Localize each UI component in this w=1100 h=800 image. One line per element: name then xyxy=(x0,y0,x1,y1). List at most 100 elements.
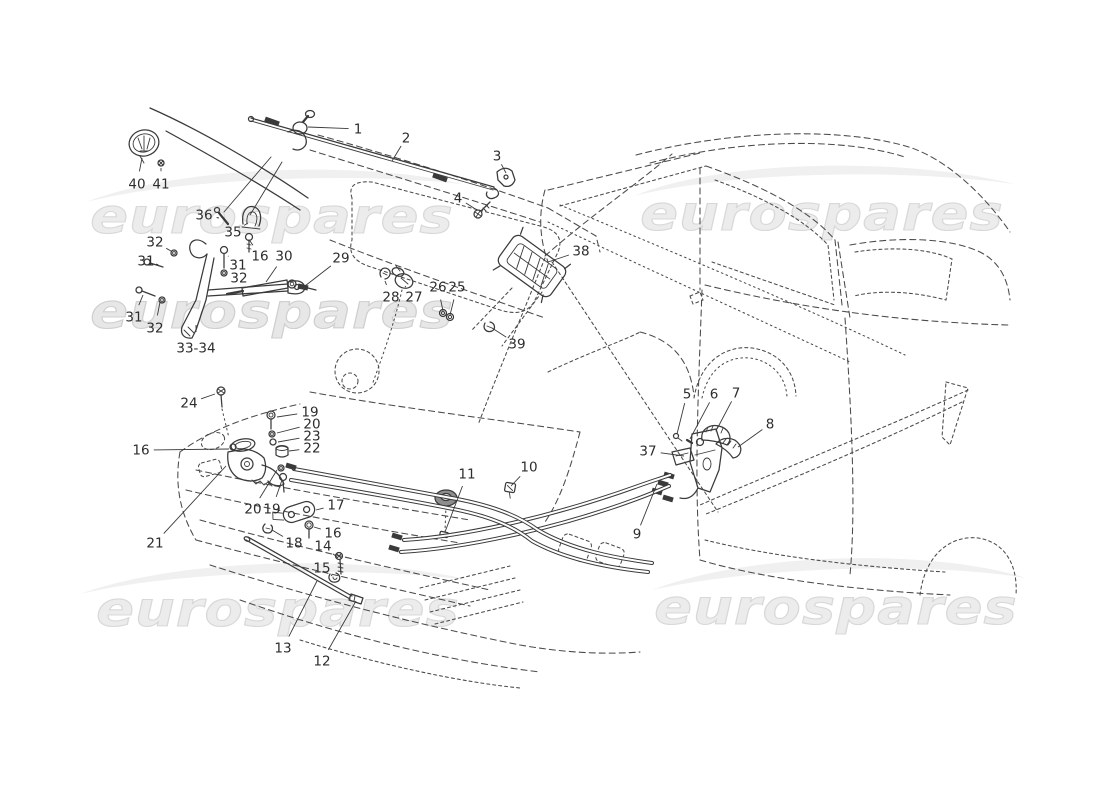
leader-line-37 xyxy=(660,452,685,457)
watermark-swoosh xyxy=(652,558,1026,590)
hood-outline-art xyxy=(309,134,906,513)
leader-line-13 xyxy=(288,580,318,637)
part-label-20: 20 xyxy=(303,417,320,433)
part-label-16: 16 xyxy=(251,249,268,265)
hood-hinge xyxy=(180,239,306,339)
leader-line-36 xyxy=(216,217,220,219)
leader-line-38 xyxy=(547,254,570,263)
leader-line-31 xyxy=(138,294,144,306)
part-label-24: 24 xyxy=(180,396,197,412)
leader-line-40 xyxy=(138,157,143,172)
watermark-text: eurospares xyxy=(640,187,1004,242)
watermark-text: eurospares xyxy=(654,581,1018,636)
leader-line-39 xyxy=(491,327,507,338)
part-label-3: 3 xyxy=(493,149,502,165)
leader-line-18 xyxy=(271,529,284,537)
watermark-swoosh xyxy=(80,563,470,594)
leader-line-32 xyxy=(165,247,172,252)
leader-line-7 xyxy=(716,401,732,430)
part-label-31: 31 xyxy=(137,254,154,270)
leader-line-19 xyxy=(275,479,283,498)
knob xyxy=(292,109,316,135)
part-label-40: 40 xyxy=(128,177,145,193)
part-label-26: 26 xyxy=(429,280,446,296)
hood-lock-housing xyxy=(227,438,285,487)
leader-line-20 xyxy=(259,469,278,499)
vent-grille xyxy=(492,226,572,304)
part-label-37: 37 xyxy=(639,444,656,460)
part-label-27: 27 xyxy=(405,290,422,306)
leader-line-29 xyxy=(304,265,332,287)
leader-line-16 xyxy=(249,240,254,246)
watermark-text: eurospares xyxy=(96,583,460,638)
leader-line-2 xyxy=(391,145,402,162)
bumper-rod xyxy=(243,536,364,605)
leader-line-17 xyxy=(315,507,324,511)
car-body-outline-art xyxy=(547,133,1017,596)
striker-plate xyxy=(272,500,316,524)
leader-line-12 xyxy=(327,600,357,651)
watermark-swoosh xyxy=(86,169,462,202)
parts-art xyxy=(128,107,742,605)
part-label-19: 19 xyxy=(263,502,280,518)
part-label-18: 18 xyxy=(285,536,302,552)
part-label-12: 12 xyxy=(313,654,330,670)
part-label-29: 29 xyxy=(332,251,349,267)
part-label-2: 2 xyxy=(402,131,411,147)
part-label-31: 31 xyxy=(125,310,142,326)
part-label-15: 15 xyxy=(313,561,330,577)
emblem xyxy=(128,129,160,164)
leader-line-16 xyxy=(153,448,230,451)
gas-strut xyxy=(225,279,297,297)
cable-clip xyxy=(503,481,517,499)
watermark-swoosh xyxy=(634,165,1014,196)
part-label-8: 8 xyxy=(766,417,775,433)
part-label-10: 10 xyxy=(520,460,537,476)
part-label-38: 38 xyxy=(572,244,589,260)
leader-line-10 xyxy=(510,475,521,487)
leader-line-1 xyxy=(307,126,349,130)
part-label-17: 17 xyxy=(327,498,344,514)
part-label-13: 13 xyxy=(274,641,291,657)
part-label-41: 41 xyxy=(152,177,169,193)
part-label-31: 31 xyxy=(229,258,246,274)
leader-line-21 xyxy=(163,465,227,534)
leader-line-19 xyxy=(276,413,298,418)
cable-rod xyxy=(250,117,495,188)
part-label-28: 28 xyxy=(382,290,399,306)
part-label-32: 32 xyxy=(230,271,247,287)
leader-line-26 xyxy=(440,299,444,312)
part-label-21: 21 xyxy=(146,536,163,552)
leader-line-27 xyxy=(404,285,407,288)
watermark-text: eurospares xyxy=(90,285,454,340)
leader-line-31 xyxy=(155,263,159,266)
part-label-5: 5 xyxy=(683,387,692,403)
leader-line-16 xyxy=(313,526,321,530)
part-label-22: 22 xyxy=(303,441,320,457)
part-label-20: 20 xyxy=(244,502,261,518)
part-label-35: 35 xyxy=(224,225,241,241)
leader-line-4 xyxy=(465,202,478,211)
leader-line-9 xyxy=(640,483,658,526)
part-label-4: 4 xyxy=(454,191,463,207)
part-label-1: 1 xyxy=(354,122,363,138)
part-label-7: 7 xyxy=(732,386,741,402)
leader-line-30 xyxy=(265,266,278,283)
leader-line-5 xyxy=(676,402,686,435)
part-label-19: 19 xyxy=(301,405,318,421)
part-label-30: 30 xyxy=(275,249,292,265)
leader-line-20 xyxy=(276,426,300,434)
leader-line-14 xyxy=(332,553,338,558)
lock-cylinder xyxy=(391,265,414,289)
leader-line-3 xyxy=(501,164,507,174)
watermark-text: eurospares xyxy=(90,190,454,245)
leader-line-6 xyxy=(689,402,710,440)
part-label-16: 16 xyxy=(324,526,341,542)
part-label-36: 36 xyxy=(195,208,212,224)
part-label-23: 23 xyxy=(303,429,320,445)
leader-line-25 xyxy=(449,299,455,316)
leader-line-15 xyxy=(330,574,333,577)
part-label-39: 39 xyxy=(508,337,525,353)
